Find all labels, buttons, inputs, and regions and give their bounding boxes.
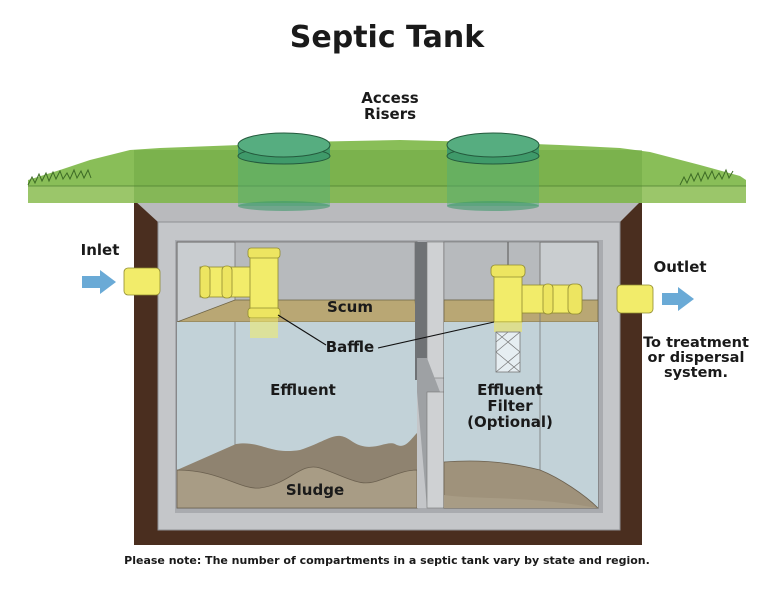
label-effluent-filter: Effluent Filter (Optional) bbox=[467, 381, 553, 431]
label-outlet-destination: To treatment or dispersal system. bbox=[643, 335, 749, 382]
label-scum: Scum bbox=[326, 298, 373, 316]
baffle-leader-right bbox=[377, 321, 495, 349]
sludge-right bbox=[443, 460, 599, 509]
sludge-left bbox=[176, 466, 418, 509]
outlet-pipe bbox=[616, 284, 654, 314]
label-outlet: Outlet bbox=[653, 258, 707, 276]
label-sludge: Sludge bbox=[285, 481, 345, 499]
baffle-leader-left bbox=[277, 314, 327, 346]
inlet-pipe bbox=[123, 267, 161, 296]
outlet-filter-tee bbox=[490, 242, 583, 373]
effluent-filter-mesh bbox=[495, 331, 521, 373]
inlet-baffle-tee bbox=[199, 247, 281, 338]
label-effluent: Effluent bbox=[270, 381, 336, 399]
footnote: Please note: The number of compartments … bbox=[124, 554, 650, 567]
label-baffle: Baffle bbox=[325, 338, 375, 356]
access-riser-right bbox=[446, 132, 540, 211]
label-inlet: Inlet bbox=[80, 241, 120, 259]
tank-lid-bevel bbox=[134, 200, 642, 222]
grass-strip bbox=[28, 186, 746, 203]
inlet-arrow bbox=[82, 270, 116, 294]
access-riser-left bbox=[237, 132, 331, 211]
outlet-arrow bbox=[662, 287, 694, 311]
label-access-risers: Access Risers bbox=[361, 89, 419, 123]
diagram-title: Septic Tank bbox=[289, 20, 485, 55]
